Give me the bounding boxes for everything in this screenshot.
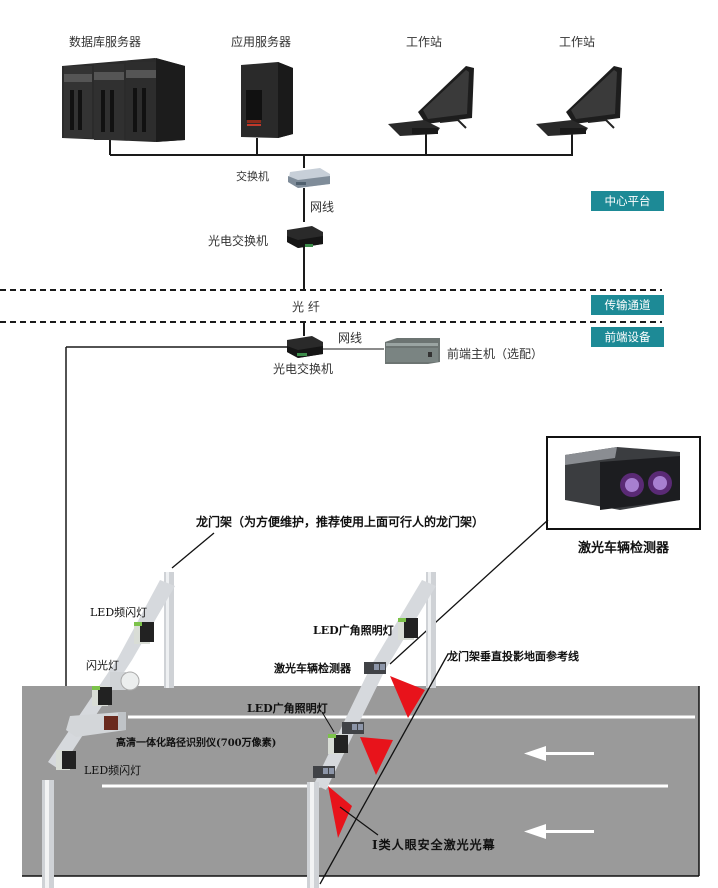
- gantry-pole-right-front: [307, 782, 319, 888]
- zone-separators: [0, 289, 662, 323]
- laser-detector-callout: [389, 436, 701, 665]
- led-strobe-top-label: LED频闪灯: [90, 606, 148, 619]
- laser-detector-label: 激光车辆检测器: [274, 662, 351, 675]
- workstation-icon: [388, 66, 474, 136]
- optical-switch-top-label: 光电交换机: [208, 234, 269, 248]
- gantry-pole-right-back: [426, 572, 436, 688]
- laser-detector-icon: [313, 766, 335, 778]
- front-host-icon: [385, 338, 440, 364]
- fiber-label: 光 纤: [292, 300, 320, 314]
- led-strobe-bottom-label: LED频闪灯: [84, 764, 142, 777]
- device-label-workstation-1: 工作站: [406, 35, 443, 49]
- workstation-icon: [536, 66, 622, 136]
- device-label-workstation-2: 工作站: [559, 35, 596, 49]
- application-server-icon: [241, 62, 293, 138]
- laser-detector-icon: [364, 662, 386, 674]
- direction-arrow-icon: [524, 746, 594, 761]
- led-wide-top-label: LED广角照明灯: [313, 624, 394, 637]
- led-strobe-icon: [134, 622, 154, 644]
- gantry-callout-line: [171, 532, 215, 569]
- projection-reference-line: [319, 653, 449, 885]
- gantry-label: 龙门架（为方便维护，推荐使用上面可行人的龙门架）: [196, 515, 485, 529]
- laser-curtain: [328, 676, 425, 838]
- zone-tag-center-platform: 中心平台: [591, 191, 664, 211]
- laser-curtain-callout-line: [339, 806, 379, 836]
- front-cable-label: 网线: [338, 331, 363, 345]
- laser-curtain-label: I类人眼安全激光光幕: [372, 838, 496, 852]
- led-wide-angle-light-icon: [398, 618, 418, 640]
- hd-camera-icon: [66, 712, 126, 737]
- optical-switch-icon: [287, 336, 323, 358]
- device-label-application-server: 应用服务器: [231, 35, 292, 49]
- network-switch-icon: [288, 168, 330, 188]
- flash-light-label: 闪光灯: [86, 659, 119, 672]
- front-optical-switch-label: 光电交换机: [273, 362, 334, 376]
- hd-camera-label: 高清一体化路径识别仪(700万像素): [116, 738, 277, 749]
- projection-line-label: 龙门架垂直投影地面参考线: [447, 650, 579, 663]
- detector-callout-label: 激光车辆检测器: [578, 541, 670, 556]
- database-server-icon: [62, 58, 185, 142]
- led-wide-angle-light-icon: [328, 734, 348, 754]
- front-host-label: 前端主机（选配）: [447, 347, 544, 361]
- zone-tag-transmission: 传输通道: [591, 295, 664, 315]
- zone-tag-front-end: 前端设备: [591, 327, 664, 347]
- laser-detector-icon: [342, 722, 364, 734]
- switch-label: 交换机: [236, 170, 269, 183]
- direction-arrow-icon: [524, 824, 594, 839]
- flash-light-icon: [110, 671, 140, 691]
- gantry-pole-left-front: [42, 780, 54, 888]
- network-bus: [109, 130, 573, 336]
- cable-label-top: 网线: [310, 200, 335, 214]
- led-wide-bottom-callout-line: [321, 711, 335, 733]
- led-wide-bottom-label: LED广角照明灯: [247, 702, 328, 715]
- optical-switch-icon: [287, 226, 323, 248]
- led-strobe-icon: [92, 686, 112, 706]
- led-strobe-icon: [56, 750, 76, 770]
- gantry-pole-left-back: [164, 572, 174, 688]
- device-label-database-server: 数据库服务器: [69, 35, 142, 49]
